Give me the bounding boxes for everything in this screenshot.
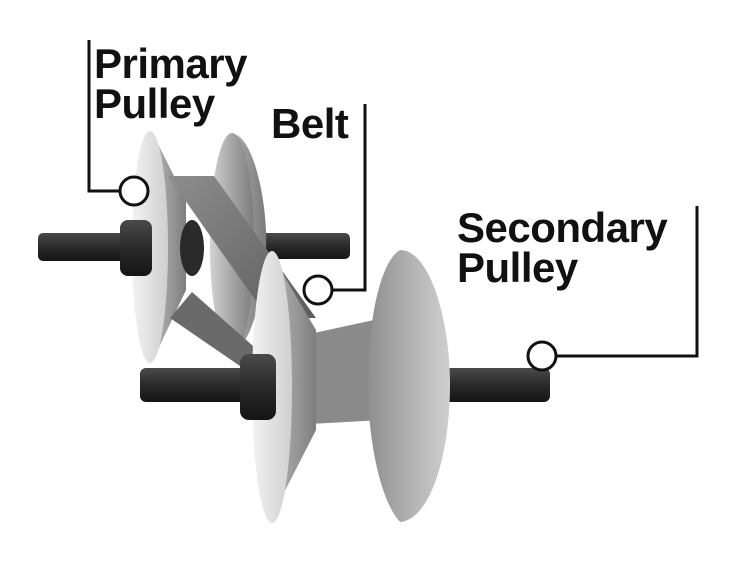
secondary-rear-sheave <box>368 250 450 522</box>
callout-dot-primary <box>118 175 150 207</box>
primary-pulley-label-line1: Primary <box>94 40 247 87</box>
secondary-pulley-label-line1: Secondary <box>457 204 668 251</box>
callout-dot-belt <box>302 274 334 306</box>
secondary-pulley-label: Secondary Pulley <box>457 204 668 291</box>
callout-leader-primary <box>87 40 119 193</box>
secondary-pulley <box>140 250 550 523</box>
callout-belt <box>302 104 367 306</box>
belt-label-text: Belt <box>271 100 349 147</box>
secondary-shaft-left <box>140 368 260 402</box>
callout-dot-secondary <box>526 340 558 372</box>
callout-leader-secondary <box>557 206 699 358</box>
primary-pulley-label-line2: Pulley <box>94 80 215 127</box>
secondary-pulley-label-line2: Pulley <box>457 244 578 291</box>
callout-secondary-pulley <box>526 206 699 372</box>
primary-hub-inner <box>180 220 204 276</box>
callout-primary-pulley <box>87 40 150 207</box>
secondary-shaft-right <box>440 368 550 402</box>
primary-hub <box>120 220 152 276</box>
belt-wrap-secondary <box>300 320 382 424</box>
primary-pulley-label: Primary Pulley <box>94 40 247 127</box>
primary-shaft-rear <box>250 233 350 259</box>
belt-label: Belt <box>271 100 349 147</box>
secondary-hub <box>240 354 276 420</box>
primary-pulley <box>38 131 350 363</box>
callout-leader-belt <box>332 104 367 292</box>
belt-bottom-run <box>170 292 262 366</box>
primary-shaft-left <box>38 233 138 261</box>
